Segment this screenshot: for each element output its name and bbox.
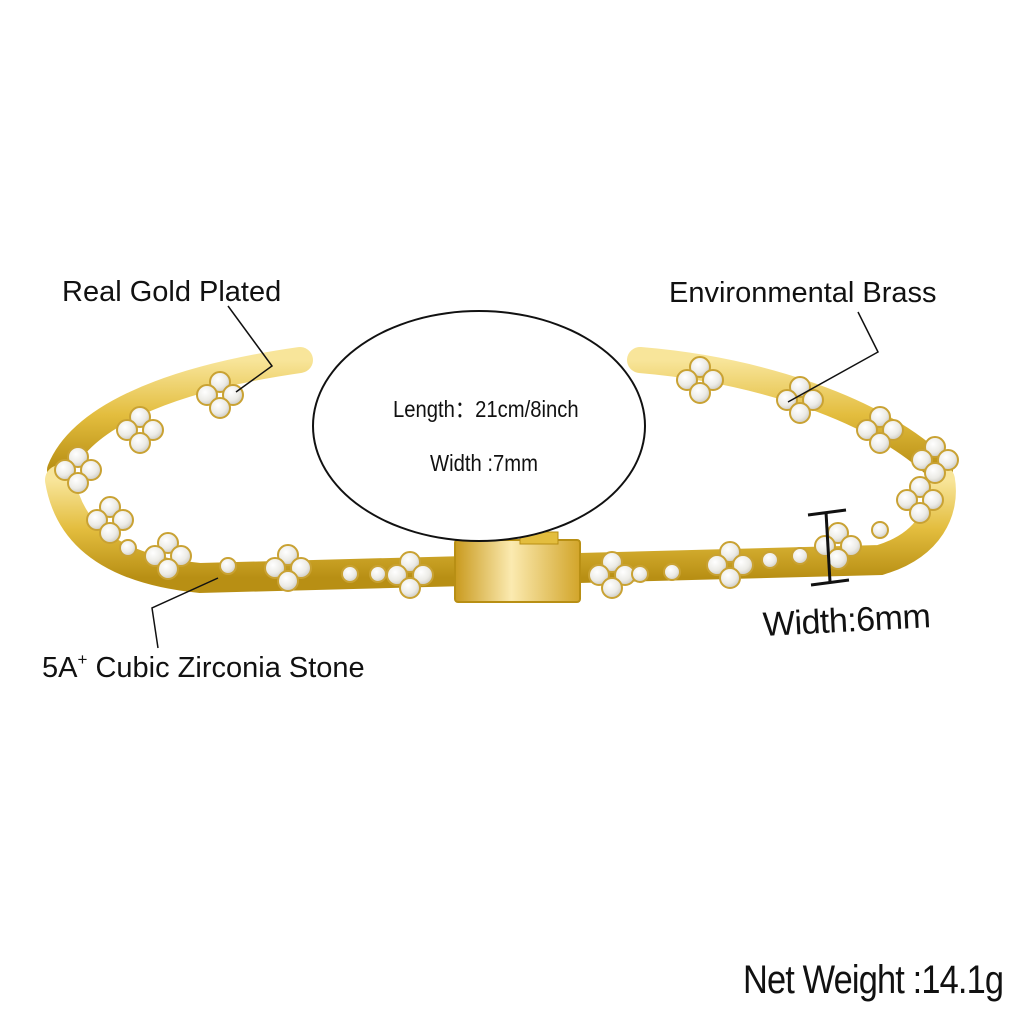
stone	[909, 502, 931, 524]
stone	[67, 446, 89, 468]
leader-line-plating	[227, 305, 274, 393]
stone	[157, 558, 179, 580]
stone	[937, 449, 959, 471]
stone	[869, 406, 891, 428]
stone	[924, 462, 946, 484]
leader-line-stone	[151, 577, 219, 649]
stone	[827, 548, 849, 570]
stone	[277, 544, 299, 566]
stone	[663, 563, 681, 581]
stone	[264, 557, 286, 579]
stone	[869, 432, 891, 454]
stone	[54, 459, 76, 481]
stone	[290, 557, 312, 579]
stone	[840, 535, 862, 557]
stone	[922, 489, 944, 511]
stone	[601, 577, 623, 599]
callout-material: Environmental Brass	[669, 277, 937, 309]
stone	[761, 551, 779, 569]
stone	[209, 371, 231, 393]
stone	[789, 402, 811, 424]
stone	[631, 565, 649, 583]
stone	[67, 472, 89, 494]
spec-bubble	[312, 310, 646, 542]
stone	[386, 564, 408, 586]
spec-length: Length：21cm/8inch	[393, 396, 579, 422]
stone	[871, 521, 889, 539]
box-clasp	[454, 539, 581, 603]
net-weight-label: Net Weight :14.1g	[743, 958, 1004, 1002]
stone	[776, 389, 798, 411]
stone	[924, 436, 946, 458]
stone	[116, 419, 138, 441]
callout-stone-name: Cubic Zirconia Stone	[87, 652, 365, 684]
stone	[909, 476, 931, 498]
cubic-zirconia-stones	[54, 356, 959, 599]
stone	[99, 522, 121, 544]
width-dimension-marker	[807, 508, 850, 587]
callout-stone: 5A+ Cubic Zirconia Stone	[42, 650, 365, 685]
spec-width: Width :7mm	[430, 450, 538, 476]
stone	[369, 565, 387, 583]
stone	[802, 389, 824, 411]
stone	[129, 406, 151, 428]
stone	[277, 570, 299, 592]
stone	[399, 551, 421, 573]
bracelet-front-strand	[45, 465, 956, 594]
callout-plating: Real Gold Plated	[62, 276, 282, 308]
stone	[882, 419, 904, 441]
stone	[112, 509, 134, 531]
stone	[86, 509, 108, 531]
stone	[732, 554, 754, 576]
stone	[219, 557, 237, 575]
stone	[791, 547, 809, 565]
stone	[702, 369, 724, 391]
stone	[588, 564, 610, 586]
stone	[676, 369, 698, 391]
stone	[119, 539, 137, 557]
stone	[170, 545, 192, 567]
stone	[412, 564, 434, 586]
callout-stone-plus: +	[77, 650, 88, 669]
stone	[814, 535, 836, 557]
stone	[142, 419, 164, 441]
stone	[689, 382, 711, 404]
stone	[719, 541, 741, 563]
stone	[399, 577, 421, 599]
stone	[129, 432, 151, 454]
stone	[856, 419, 878, 441]
stone	[896, 489, 918, 511]
stone	[911, 449, 933, 471]
stone	[601, 551, 623, 573]
leader-line-material	[787, 311, 879, 403]
stone	[80, 459, 102, 481]
stone	[706, 554, 728, 576]
stone	[719, 567, 741, 589]
stone	[144, 545, 166, 567]
stone	[689, 356, 711, 378]
stone	[196, 384, 218, 406]
stone	[157, 532, 179, 554]
stone	[99, 496, 121, 518]
callout-stone-grade: 5A	[42, 652, 78, 684]
stone	[209, 397, 231, 419]
stone	[341, 565, 359, 583]
